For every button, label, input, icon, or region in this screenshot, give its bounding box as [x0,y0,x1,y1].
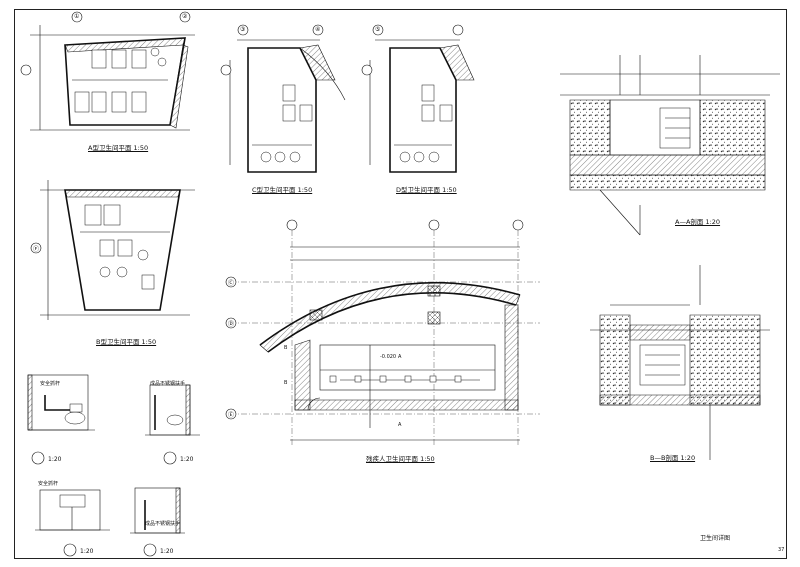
title-detail-4: 1:20 [160,548,174,555]
section-bb [590,265,770,460]
title-plan-a: A型卫生间平面 1:50 [88,144,149,152]
page-number: 37 [778,547,785,553]
title-detail-3: 1:20 [80,548,94,555]
plan-a [20,11,195,131]
section-mark-a: A [398,354,402,360]
detail-3 [35,489,110,557]
note-grab-bar: 安全抓杆 [40,381,61,387]
plan-main [225,219,540,445]
plan-d [361,24,475,173]
detail-4 [130,487,185,557]
axis-label-2: ② [182,13,188,20]
title-plan-c: C型卫生间平面 1:50 [252,186,313,194]
section-mark-b-2: B [284,380,288,386]
plan-c [220,24,346,173]
detail-2 [145,384,200,465]
title-plan-b: B型卫生间平面 1:50 [96,338,157,346]
axis-label-4: ④ [315,26,321,33]
axis-label-5: ⑤ [375,26,381,33]
note-handrail-2: 成品不锈钢扶手 [145,521,181,527]
title-section-aa: A—A剖面 1:20 [675,218,721,226]
sheet-name: 卫生间详图 [700,535,731,542]
title-detail-1: 1:20 [48,456,62,463]
axis-label-c: Ⓒ [228,280,235,287]
axis-label-f: Ⓕ [33,246,40,253]
note-grab-bar-2: 安全抓杆 [38,481,59,487]
axis-label-e: Ⓔ [228,412,235,419]
detail-1 [27,374,95,465]
section-mark-a-2: A [398,422,402,428]
title-section-bb: B—B剖面 1:20 [650,454,696,462]
axis-label-d: Ⓓ [228,321,235,328]
note-handrail: 成品不锈钢扶手 [150,381,186,387]
title-plan-d: D型卫生间平面 1:50 [396,186,457,194]
plan-b [30,180,195,320]
sheet-border [14,9,787,559]
title-plan-main: 残疾人卫生间平面 1:50 [366,455,435,463]
axis-label-3: ③ [240,26,246,33]
section-mark-b: B [284,345,288,351]
axis-label-1: ① [74,13,80,20]
note-level-main: -0.020 [380,354,397,360]
title-detail-2: 1:20 [180,456,194,463]
section-aa [560,55,780,236]
